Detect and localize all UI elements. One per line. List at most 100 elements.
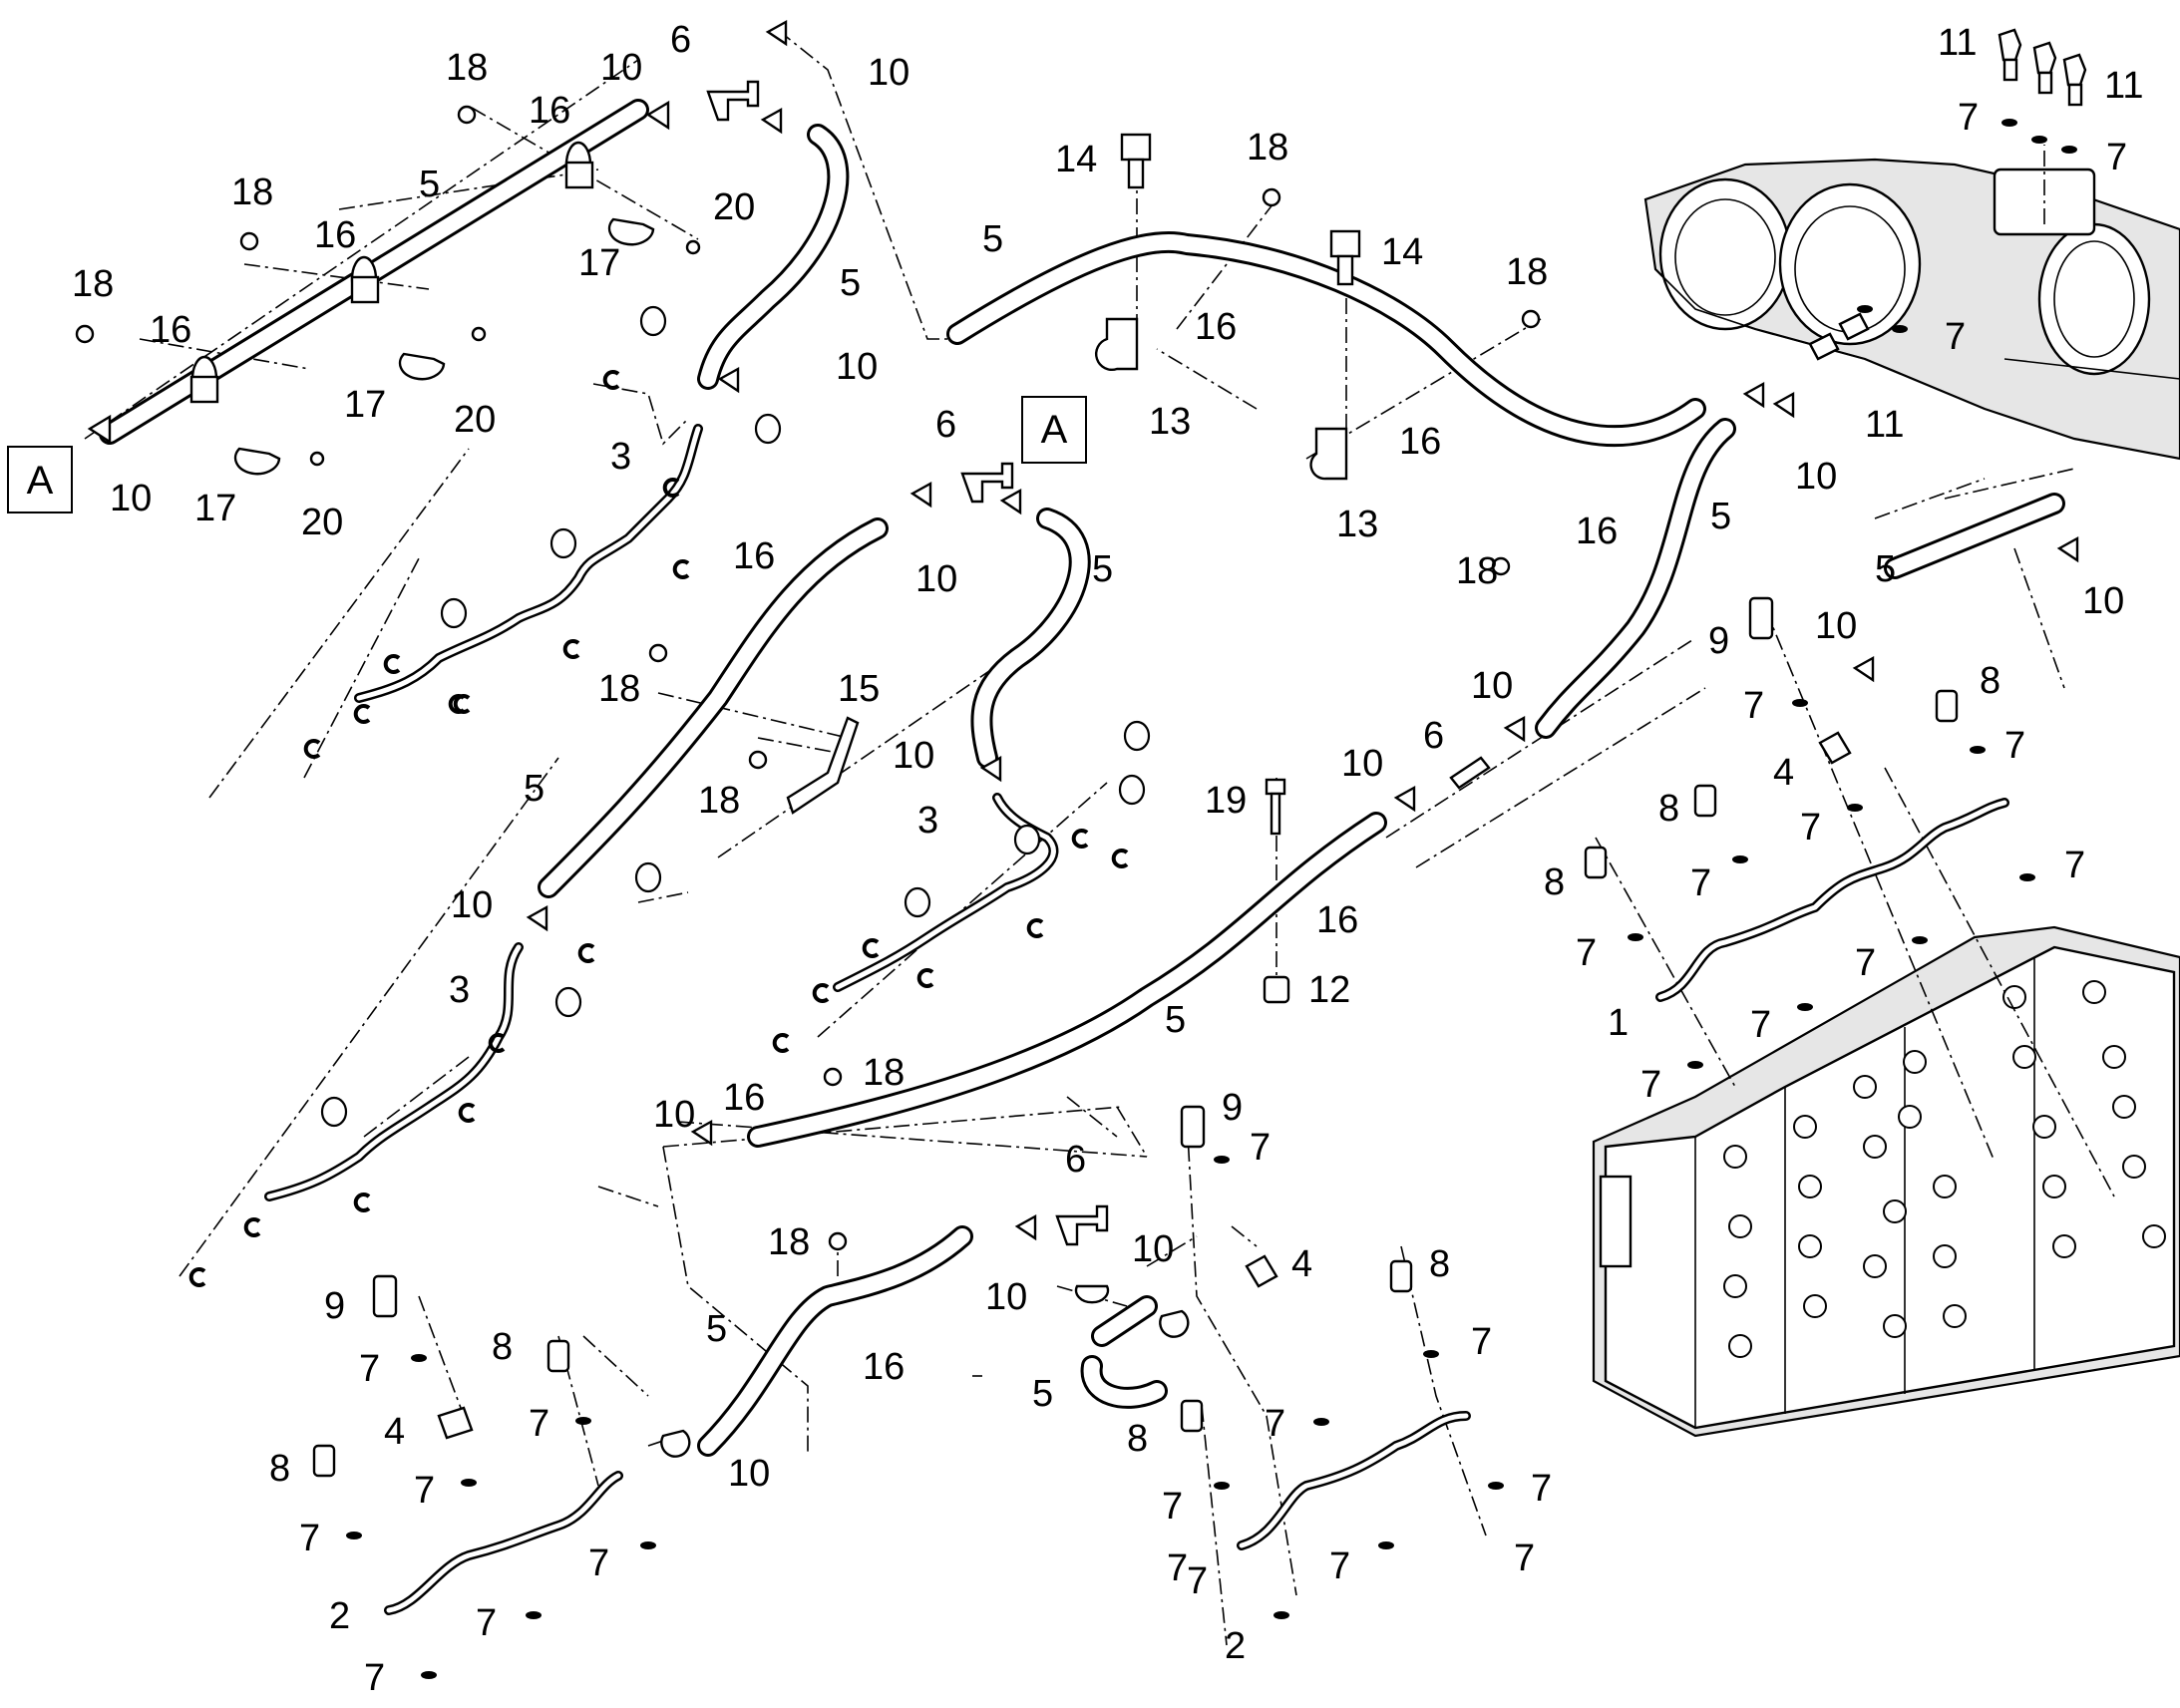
callout: 20 — [454, 399, 496, 441]
callout: 5 — [840, 262, 861, 304]
callout: 7 — [1640, 1064, 1661, 1106]
callout: 5 — [524, 768, 545, 810]
callout: 20 — [301, 502, 343, 543]
washers — [346, 119, 2077, 1679]
callout: 7 — [414, 1470, 435, 1512]
callout: 6 — [935, 404, 956, 446]
callout: 8 — [269, 1448, 290, 1490]
fitting-bolts — [1808, 28, 2087, 361]
callout: 10 — [110, 478, 152, 519]
callout: 10 — [915, 558, 957, 600]
callout: 10 — [836, 346, 878, 388]
callout: 10 — [451, 884, 493, 926]
callout: 9 — [1222, 1087, 1243, 1129]
callout: 10 — [653, 1094, 695, 1136]
view-label-a-middle: A — [1021, 396, 1087, 464]
callout: 3 — [610, 436, 631, 478]
callout: 10 — [985, 1276, 1027, 1318]
callout: 5 — [1710, 496, 1731, 537]
callout: 7 — [1800, 807, 1821, 849]
callout: 6 — [670, 19, 691, 61]
view-label-a-top-left: A — [7, 446, 73, 513]
callout: 16 — [723, 1077, 765, 1119]
callout: 5 — [1032, 1373, 1053, 1415]
callout: 4 — [1291, 1243, 1312, 1285]
callout: 16 — [733, 535, 775, 577]
callout: 7 — [1531, 1468, 1552, 1510]
callout: 20 — [713, 186, 755, 228]
callout: 18 — [1506, 251, 1548, 293]
callout: 10 — [1815, 605, 1857, 647]
callout: 7 — [1576, 932, 1597, 974]
callout: 11 — [1865, 404, 1904, 446]
callout: 8 — [492, 1326, 513, 1368]
callout-numbers: 18 10 6 10 16 18 5 16 20 17 18 16 17 20 … — [72, 19, 2143, 1699]
callout: 18 — [72, 263, 114, 305]
c-clips — [188, 370, 1129, 1287]
callout: 13 — [1336, 504, 1378, 545]
callout: 17 — [578, 242, 620, 284]
callout: 7 — [1958, 97, 1979, 139]
callout: 5 — [1092, 548, 1113, 590]
banjo-bolts — [312, 596, 1959, 1478]
callout: 5 — [706, 1308, 727, 1350]
callout: 14 — [1381, 231, 1423, 273]
callout: 8 — [1544, 861, 1565, 903]
callout: 16 — [314, 214, 356, 256]
callout: 5 — [1875, 548, 1896, 590]
callout: 8 — [1658, 788, 1679, 830]
callout: 16 — [529, 90, 570, 132]
callout: 11 — [2104, 65, 2143, 107]
callout: 2 — [329, 1595, 350, 1637]
callout: 7 — [1471, 1321, 1492, 1363]
callout: 9 — [1708, 620, 1729, 662]
callout: 10 — [728, 1453, 770, 1495]
callout: 17 — [344, 384, 386, 426]
callout: 18 — [598, 668, 640, 710]
callout: 1 — [1608, 1002, 1629, 1044]
callout: 16 — [1576, 511, 1618, 552]
callout: 18 — [231, 171, 273, 213]
callout: 17 — [194, 488, 236, 529]
callout: 7 — [1265, 1403, 1285, 1445]
callout: 16 — [150, 309, 191, 351]
callout: 2 — [1225, 1625, 1246, 1667]
callout: 13 — [1149, 401, 1191, 443]
callout: 8 — [1127, 1418, 1148, 1460]
callout: 7 — [588, 1542, 609, 1584]
callout: 7 — [1329, 1545, 1350, 1587]
callout: 10 — [868, 52, 909, 94]
callout: 10 — [893, 735, 934, 777]
callout: 7 — [1187, 1560, 1208, 1602]
callout: 7 — [529, 1403, 549, 1445]
callout: 18 — [768, 1221, 810, 1263]
callout: 4 — [1773, 752, 1794, 794]
callout: 6 — [1423, 715, 1444, 757]
callout: 18 — [1247, 127, 1288, 169]
callout: 3 — [917, 800, 938, 842]
callout: 18 — [698, 780, 740, 822]
callout: 9 — [324, 1285, 345, 1327]
callout: 7 — [1162, 1486, 1183, 1528]
callout: 10 — [600, 47, 642, 89]
callout: 5 — [1165, 999, 1186, 1041]
injector-caps — [320, 305, 1151, 1128]
callout: 18 — [446, 47, 488, 89]
callout: 16 — [1316, 899, 1358, 941]
callout: 16 — [1399, 421, 1441, 463]
callout: 7 — [476, 1602, 497, 1644]
callout: 4 — [384, 1411, 405, 1453]
callout: 7 — [1250, 1127, 1271, 1169]
callout: 8 — [1980, 660, 2000, 702]
engine-block — [1592, 925, 2180, 1438]
callout: 7 — [1514, 1537, 1535, 1579]
callout: 5 — [982, 218, 1003, 260]
callout: 3 — [449, 969, 470, 1011]
callout: 18 — [863, 1052, 905, 1094]
callout: 8 — [1429, 1243, 1450, 1285]
callout: 10 — [1341, 743, 1383, 785]
callout: 7 — [1750, 1004, 1771, 1046]
intake-housing — [1643, 158, 2180, 461]
callout: 7 — [2106, 137, 2127, 178]
